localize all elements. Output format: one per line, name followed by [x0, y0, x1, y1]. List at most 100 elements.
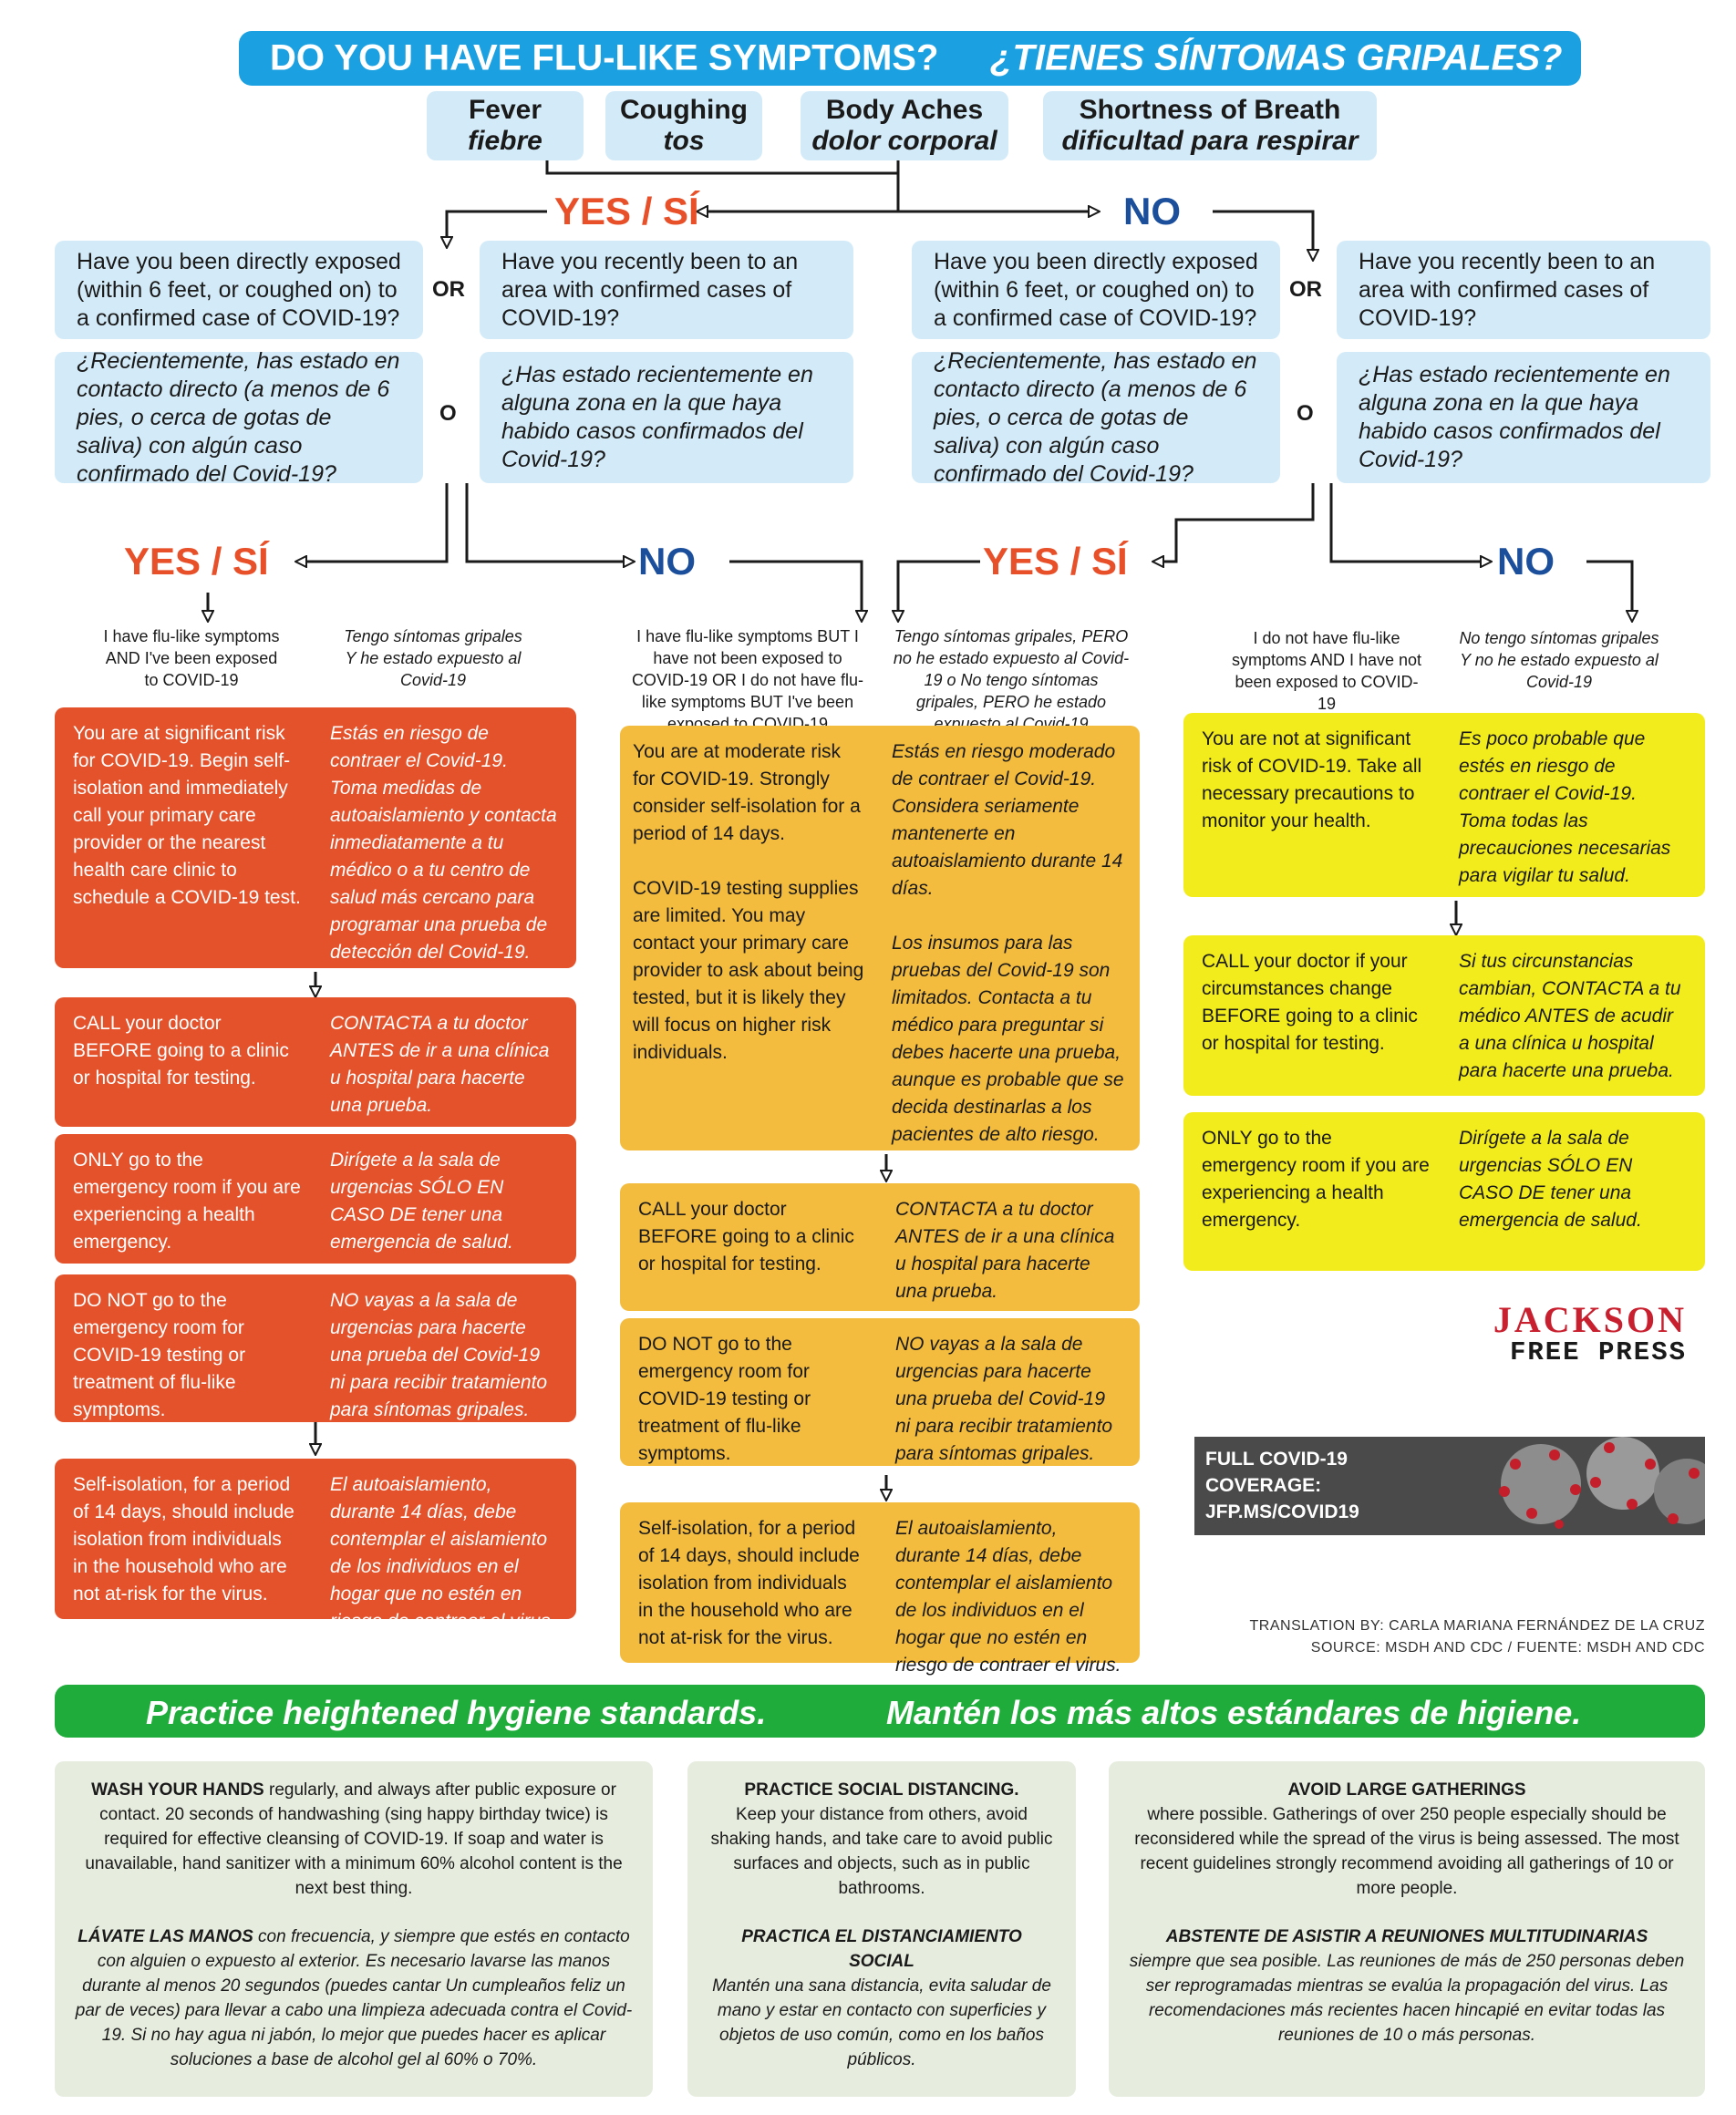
moderate-isolation-box: Self-isolation, for a period of 14 days,…	[620, 1502, 1140, 1676]
moderate-risk-box: You are at moderate risk for COVID-19. S…	[620, 726, 1140, 1150]
or-label-es: O	[1297, 401, 1314, 426]
moderate-risk-text-es: Estás en riesgo moderado de contraer el …	[892, 741, 1123, 899]
gatherings-head-es: ABSTENTE DE ASISTIR A REUNIONES MULTITUD…	[1165, 1927, 1648, 1946]
question-area-exposure: Have you recently been to an area with c…	[480, 241, 853, 339]
question-area-exposure-es: ¿Has estado recientemente en alguna zona…	[480, 352, 853, 483]
or-label-es: O	[439, 401, 457, 426]
moderate-risk-es: Estás en riesgo moderado de contraer el …	[892, 738, 1125, 1149]
symptom-label: Coughing	[620, 95, 748, 125]
low-call-en: CALL your doctor if your circumstances c…	[1202, 951, 1418, 1054]
high-risk-box: You are at significant risk for COVID-19…	[55, 707, 576, 968]
condition-low-es: No tengo síntomas gripales Y no he estad…	[1459, 629, 1659, 691]
high-risk-es: Estás en riesgo de contraer el Covid-19.…	[330, 723, 557, 963]
high-donot-box: DO NOT go to the emergency room for COVI…	[55, 1274, 576, 1422]
symptom-label-es: dolor corporal	[811, 126, 997, 156]
moderate-risk-en: You are at moderate risk for COVID-19. S…	[633, 738, 866, 1067]
coverage-line-1: FULL COVID-19	[1205, 1449, 1348, 1470]
gatherings-head: AVOID LARGE GATHERINGS	[1287, 1780, 1526, 1800]
credits: TRANSLATION BY: CARLA MARIANA FERNÁNDEZ …	[1167, 1615, 1705, 1659]
distance-en: PRACTICE SOCIAL DISTANCING. Keep your dis…	[708, 1778, 1056, 1901]
moderate-call-box: CALL your doctor BEFORE going to a clini…	[620, 1183, 1140, 1311]
coverage-line-2: COVERAGE:	[1205, 1475, 1322, 1496]
wash-head-es: LÁVATE LAS MANOS	[78, 1927, 253, 1946]
moderate-risk-text: You are at moderate risk for COVID-19. S…	[633, 741, 861, 844]
title-banner: DO YOU HAVE FLU-LIKE SYMPTOMS? ¿TIENES S…	[239, 31, 1581, 86]
gatherings-text: where possible. Gatherings of over 250 p…	[1134, 1805, 1679, 1898]
gatherings-en: AVOID LARGE GATHERINGS where possible. Ga…	[1129, 1778, 1685, 1901]
symptom-label: Fever	[468, 95, 542, 125]
distance-text: Keep your distance from others, avoid sh…	[710, 1805, 1053, 1898]
or-label: OR	[432, 277, 465, 302]
no-label-top: NO	[1123, 190, 1181, 232]
virus-image	[1194, 1437, 1705, 1535]
credit-translation: TRANSLATION BY: CARLA MARIANA FERNÁNDEZ …	[1249, 1618, 1705, 1634]
high-call-es: CONTACTA a tu doctor ANTES de ir a una c…	[330, 1013, 550, 1116]
wash-text: regularly, and always after public expos…	[85, 1780, 623, 1898]
question-area-exposure-es: ¿Has estado recientemente en alguna zona…	[1337, 352, 1710, 483]
symptom-label: Shortness of Breath	[1079, 95, 1341, 125]
distance-text-es: Mantén una sana distancia, evita saludar…	[712, 1976, 1051, 2069]
low-only-en: ONLY go to the emergency room if you are…	[1202, 1128, 1430, 1231]
wash-text-es: con frecuencia, y siempre que estés en c…	[75, 1927, 633, 2069]
gatherings-es: ABSTENTE DE ASISTIR A REUNIONES MULTITUD…	[1129, 1924, 1685, 2048]
question-direct-exposure: Have you been directly exposed (within 6…	[55, 241, 423, 339]
question-area-exposure: Have you recently been to an area with c…	[1337, 241, 1710, 339]
high-isolation-box: Self-isolation, for a period of 14 days,…	[55, 1459, 576, 1632]
low-risk-es: Es poco probable que estés en riesgo de …	[1459, 728, 1671, 886]
yes-label-top: YES / SÍ	[554, 190, 699, 232]
question-direct-exposure-es: ¿Recientemente, has estado en contacto d…	[912, 348, 1280, 487]
low-only-es: Dirígete a la sala de urgencias SÓLO EN …	[1459, 1128, 1642, 1231]
moderate-isolation-en: Self-isolation, for a period of 14 days,…	[638, 1518, 860, 1648]
low-call-es: Si tus circunstancias cambian, CONTACTA …	[1459, 951, 1681, 1081]
wash-head: WASH YOUR HANDS	[91, 1780, 264, 1800]
yes-label-left: YES / SÍ	[124, 540, 269, 583]
low-call-box: CALL your doctor if your circumstances c…	[1183, 935, 1705, 1096]
credit-source: SOURCE: MSDH AND CDC / FUENTE: MSDH AND …	[1310, 1640, 1705, 1656]
question-direct-exposure-es: ¿Recientemente, has estado en contacto d…	[55, 348, 423, 487]
wash-es: LÁVATE LAS MANOS con frecuencia, y siemp…	[75, 1924, 633, 2072]
high-call-box: CALL your doctor BEFORE going to a clini…	[55, 997, 576, 1127]
low-only-box: ONLY go to the emergency room if you are…	[1183, 1112, 1705, 1271]
high-only-es: Dirígete a la sala de urgencias SÓLO EN …	[330, 1150, 513, 1253]
coverage-url: JFP.MS/COVID19	[1205, 1501, 1359, 1522]
high-only-en: ONLY go to the emergency room if you are…	[73, 1150, 301, 1253]
high-call-en: CALL your doctor BEFORE going to a clini…	[73, 1013, 289, 1088]
condition-high-es: Tengo síntomas gripales Y he estado expu…	[344, 627, 522, 689]
low-risk-box: You are not at significant risk of COVID…	[1183, 713, 1705, 897]
coverage-text: FULL COVID-19 COVERAGE: JFP.MS/COVID19	[1205, 1446, 1359, 1525]
yes-label-right: YES / SÍ	[983, 540, 1128, 583]
hygiene-banner: Practice heightened hygiene standards. M…	[55, 1685, 1705, 1738]
title-english: DO YOU HAVE FLU-LIKE SYMPTOMS?	[270, 37, 939, 78]
symptom-label-es: dificultad para respirar	[1061, 126, 1359, 156]
condition-high-en: I have flu-like symptoms AND I've been e…	[103, 627, 280, 689]
low-risk-en: You are not at significant risk of COVID…	[1202, 728, 1422, 831]
hygiene-title-en: Practice heightened hygiene standards.	[146, 1694, 767, 1731]
distance-head: PRACTICE SOCIAL DISTANCING.	[744, 1780, 1019, 1800]
high-isolation-en: Self-isolation, for a period of 14 days,…	[73, 1474, 294, 1604]
condition-low-en: I do not have flu-like symptoms AND I ha…	[1231, 629, 1422, 713]
logo-jackson: JACKSON	[1493, 1299, 1687, 1340]
symptom-label: Body Aches	[825, 95, 984, 125]
hygiene-gatherings: AVOID LARGE GATHERINGS where possible. Ga…	[1109, 1761, 1705, 2097]
condition-moderate-es: Tengo síntomas gripales, PERO no he esta…	[893, 627, 1130, 733]
high-only-box: ONLY go to the emergency room if you are…	[55, 1134, 576, 1264]
question-direct-exposure: Have you been directly exposed (within 6…	[912, 241, 1280, 339]
moderate-call-en: CALL your doctor BEFORE going to a clini…	[638, 1199, 854, 1274]
coverage-banner[interactable]: FULL COVID-19 COVERAGE: JFP.MS/COVID19	[1194, 1437, 1705, 1535]
moderate-donot-box: DO NOT go to the emergency room for COVI…	[620, 1318, 1140, 1466]
or-label: OR	[1289, 277, 1322, 302]
logo-free-press: FREE PRESS	[1509, 1337, 1687, 1367]
symptom-label-es: fiebre	[468, 126, 542, 156]
hygiene-title-es: Mantén los más altos estándares de higie…	[886, 1694, 1582, 1731]
moderate-donot-es: NO vayas a la sala de urgencias para hac…	[895, 1334, 1113, 1464]
wash-en: WASH YOUR HANDS regularly, and always af…	[75, 1778, 633, 1901]
moderate-supplies-text-es: Los insumos para las pruebas del Covid-1…	[892, 933, 1124, 1145]
condition-moderate-en: I have flu-like symptoms BUT I have not …	[631, 627, 864, 733]
symptom-label-es: tos	[663, 126, 705, 156]
